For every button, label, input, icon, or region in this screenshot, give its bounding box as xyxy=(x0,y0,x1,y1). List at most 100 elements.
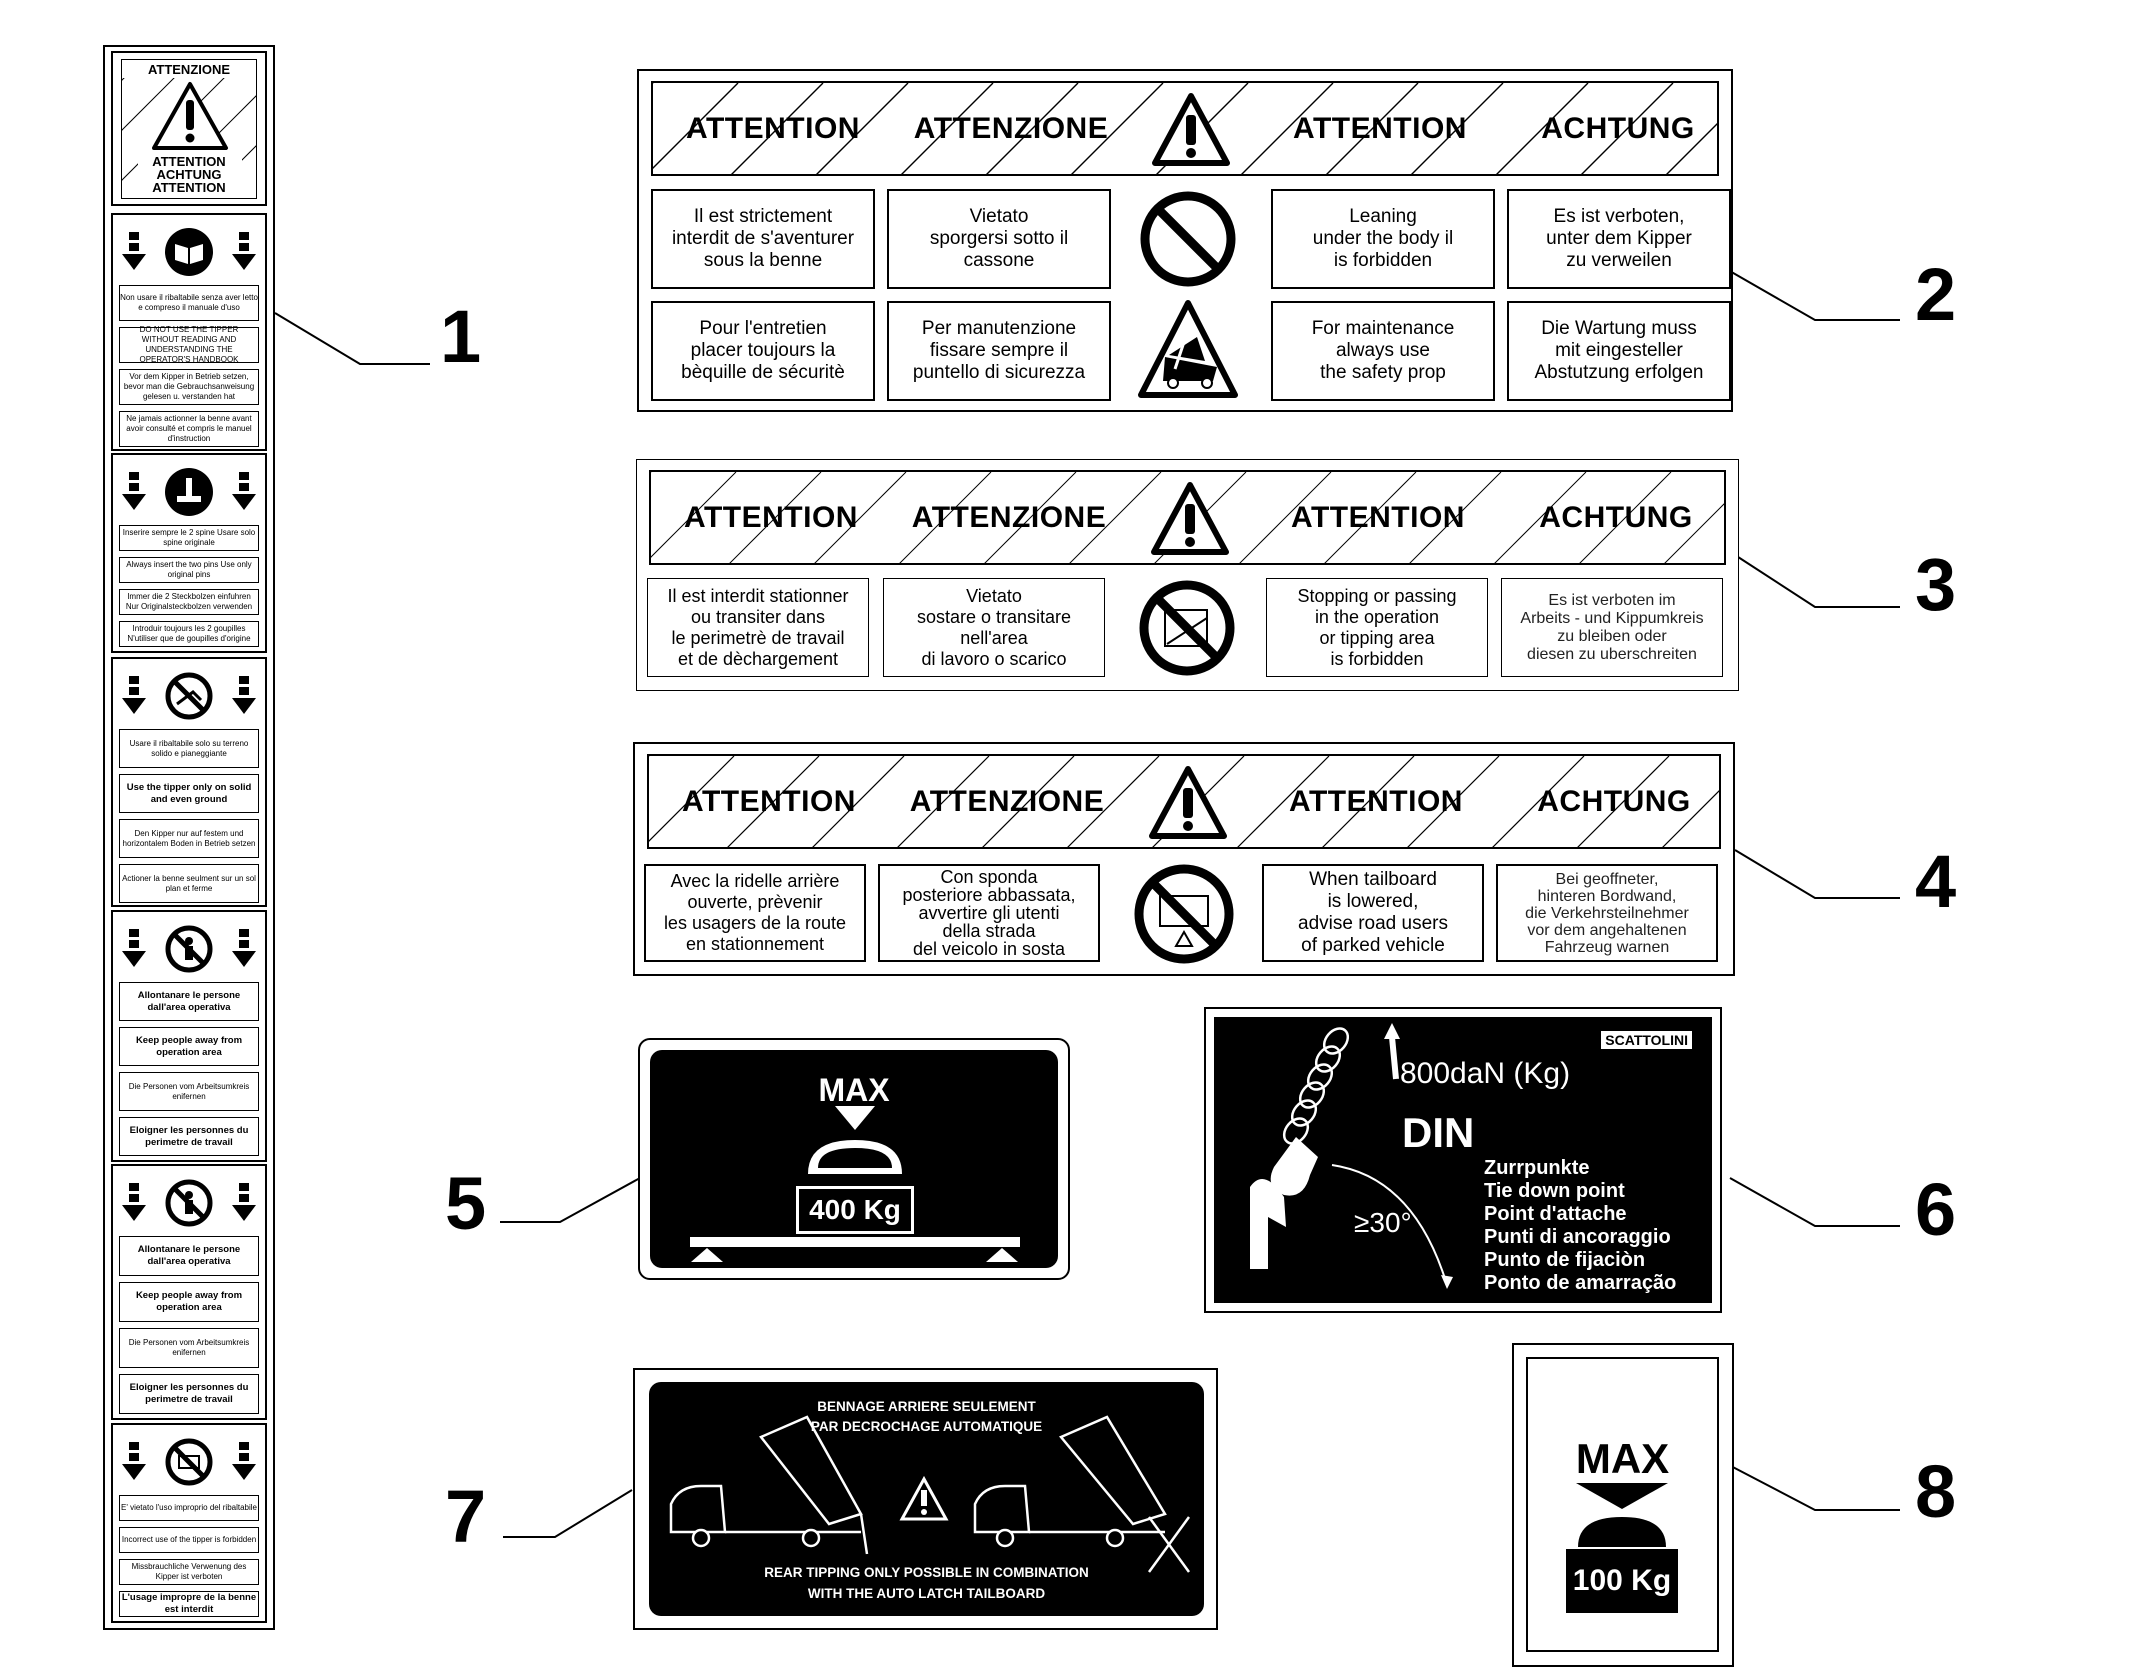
point-en: Tie down point xyxy=(1484,1180,1625,1202)
point-fr: Point d'attache xyxy=(1484,1203,1627,1225)
label-8: MAX 100 Kg xyxy=(1512,1343,1734,1667)
down-arrow-icon xyxy=(122,472,146,510)
max-text: MAX xyxy=(1575,1435,1670,1482)
pin-insert-icon xyxy=(165,468,213,516)
header-word-fr: ATTENTION xyxy=(684,500,858,534)
no-uneven-ground-icon xyxy=(165,672,213,720)
safety-note: Actioner la benne seulment sur un sol pl… xyxy=(119,864,259,903)
point-es: Punto de fijaciòn xyxy=(1484,1249,1646,1271)
section-icon-row xyxy=(113,225,265,279)
label-2-text-en-2: For maintenance always use the safety pr… xyxy=(1271,301,1495,401)
label-6-plate: SCATTOLINI 800daN (Kg) DIN ≥30° Zurrpunk… xyxy=(1214,1017,1712,1303)
top-notice: BENNAGE ARRIERE SEULEMENT PAR DECROCHAGE… xyxy=(649,1397,1204,1437)
safety-note: Den Kipper nur auf festem und horizontal… xyxy=(119,819,259,858)
down-arrow-icon xyxy=(232,472,256,510)
top-notice-line-2: PAR DECROCHAGE AUTOMATIQUE xyxy=(810,1419,1043,1434)
label-1-vertical-strip: ATTENZIONE ATTENTION ACHTUNG ATTENTION N… xyxy=(103,45,275,1630)
callout-7: 7 xyxy=(445,1475,487,1558)
load-value-box: 100 Kg xyxy=(1566,1549,1678,1613)
safety-note: Vor dem Kipper in Betrieb setzen, bevor … xyxy=(119,369,259,405)
section-icon-row xyxy=(113,465,265,519)
bottom-notice: REAR TIPPING ONLY POSSIBLE IN COMBINATIO… xyxy=(649,1562,1204,1604)
safety-note: Non usare il ribaltabile senza aver lett… xyxy=(119,285,259,321)
header-top-text: ATTENZIONE xyxy=(147,62,231,77)
safety-note: Eloigner les personnes du perimetre de t… xyxy=(119,1117,259,1156)
down-arrow-icon xyxy=(122,929,146,967)
label-1-section: Allontanare le persone dall'area operati… xyxy=(111,1164,267,1420)
safety-note: DO NOT USE THE TIPPER WITHOUT READING AN… xyxy=(119,325,259,364)
down-arrow-icon xyxy=(122,232,146,270)
safety-note: Missbrauchliche Verwenung des Kipper ist… xyxy=(119,1559,259,1585)
label-7-plate: BENNAGE ARRIERE SEULEMENT PAR DECROCHAGE… xyxy=(649,1382,1204,1616)
safety-note: Die Personen vom Arbeitsumkreis eniferne… xyxy=(119,1072,259,1111)
label-4-text-de: Bei geoffneter, hinteren Bordwand, die V… xyxy=(1496,864,1718,962)
safety-note: Keep people away from operation area xyxy=(119,1282,259,1322)
no-tailboard-lowered-icon xyxy=(1134,864,1234,964)
point-de: Zurrpunkte xyxy=(1484,1157,1590,1179)
safety-note: Always insert the two pins Use only orig… xyxy=(119,557,259,583)
label-2-header: ATTENTION ATTENZIONE ATTENTION ACHTUNG xyxy=(651,81,1719,176)
header-word-en: ATTENTION xyxy=(1289,784,1463,818)
manual-read-icon xyxy=(165,228,213,276)
label-8-inner-frame: MAX 100 Kg xyxy=(1526,1357,1719,1652)
header-word-it: ATTENZIONE xyxy=(909,784,1105,818)
callout-6: 6 xyxy=(1915,1168,1957,1251)
header-word-en: ATTENTION xyxy=(1293,111,1467,145)
safety-note: E' vietato l'uso improprio del ribaltabi… xyxy=(119,1495,259,1521)
safety-note: Die Personen vom Arbeitsumkreis eniferne… xyxy=(119,1328,259,1368)
auto-latch-tipping-icon xyxy=(669,1415,1191,1573)
label-6: SCATTOLINI 800daN (Kg) DIN ≥30° Zurrpunk… xyxy=(1204,1007,1722,1313)
safety-note: Inserire sempre le 2 spine Usare solo sp… xyxy=(119,525,259,551)
header-word-de: ACHTUNG xyxy=(1537,784,1691,818)
header-word-fr: ATTENTION xyxy=(682,784,856,818)
header-line-1: ATTENTION xyxy=(152,154,226,169)
section-icon-row xyxy=(113,669,265,723)
bottom-notice-line-1: REAR TIPPING ONLY POSSIBLE IN COMBINATIO… xyxy=(764,1565,1089,1580)
label-5: MAX 400 Kg xyxy=(638,1038,1070,1280)
label-1-header-box: ATTENZIONE ATTENTION ACHTUNG ATTENTION xyxy=(111,51,267,206)
safety-note: Immer die 2 Steckbolzen einfuhren Nur Or… xyxy=(119,589,259,615)
label-1-section: Allontanare le persone dall'area operati… xyxy=(111,910,267,1162)
safety-note: Use the tipper only on solid and even gr… xyxy=(119,774,259,813)
down-arrow-icon xyxy=(232,929,256,967)
header-word-it: ATTENZIONE xyxy=(911,500,1107,534)
label-3-text-it: Vietato sostare o transitare nell'area d… xyxy=(883,578,1105,677)
safety-note: Ne jamais actionner la benne avant avoir… xyxy=(119,411,259,447)
safety-note: Usare il ribaltabile solo su terreno sol… xyxy=(119,729,259,768)
label-2: ATTENTION ATTENZIONE ATTENTION ACHTUNG I… xyxy=(637,69,1733,412)
label-2-text-de-1: Es ist verboten, unter dem Kipper zu ver… xyxy=(1507,189,1731,289)
label-1-section: E' vietato l'uso improprio del ribaltabi… xyxy=(111,1423,267,1623)
no-people-icon xyxy=(165,1179,213,1227)
din-text: DIN xyxy=(1402,1109,1475,1156)
down-arrow-icon xyxy=(122,1183,146,1221)
down-arrow-icon xyxy=(122,676,146,714)
safety-note: Allontanare le persone dall'area operati… xyxy=(119,1236,259,1276)
label-3-header: ATTENTION ATTENZIONE ATTENTION ACHTUNG xyxy=(649,470,1726,565)
point-it: Punti di ancoraggio xyxy=(1484,1226,1671,1248)
callout-1: 1 xyxy=(440,295,482,378)
label-2-text-fr-2: Pour l'entretien placer toujours la bèqu… xyxy=(651,301,875,401)
down-arrow-icon xyxy=(232,232,256,270)
callout-2: 2 xyxy=(1915,253,1957,336)
section-icon-row xyxy=(113,1435,265,1489)
warning-triangle-icon xyxy=(1151,482,1229,555)
header-line-3: ATTENTION xyxy=(152,180,226,195)
header-word-it: ATTENZIONE xyxy=(913,111,1109,145)
header-word-de: ACHTUNG xyxy=(1541,111,1695,145)
callout-8: 8 xyxy=(1915,1450,1957,1533)
down-arrow-icon xyxy=(232,1442,256,1480)
callout-4: 4 xyxy=(1915,840,1957,923)
point-pt: Ponto de amarração xyxy=(1484,1272,1677,1294)
no-standing-tipping-area-icon xyxy=(1139,580,1235,676)
label-4-header: ATTENTION ATTENZIONE ATTENTION ACHTUNG xyxy=(647,754,1721,849)
prohibition-icon xyxy=(1140,191,1236,287)
warning-triangle-icon xyxy=(1152,93,1230,166)
label-1-section: Inserire sempre le 2 spine Usare solo sp… xyxy=(111,453,267,653)
section-icon-row xyxy=(113,922,265,976)
label-4-text-it: Con sponda posteriore abbassata, avverti… xyxy=(878,864,1100,962)
label-1-warning-header: ATTENZIONE ATTENTION ACHTUNG ATTENTION xyxy=(121,59,257,199)
down-arrow-icon xyxy=(232,676,256,714)
label-3-text-de: Es ist verboten im Arbeits - und Kippumk… xyxy=(1501,578,1723,677)
label-1-section: Non usare il ribaltabile senza aver lett… xyxy=(111,213,267,451)
no-people-icon xyxy=(165,925,213,973)
